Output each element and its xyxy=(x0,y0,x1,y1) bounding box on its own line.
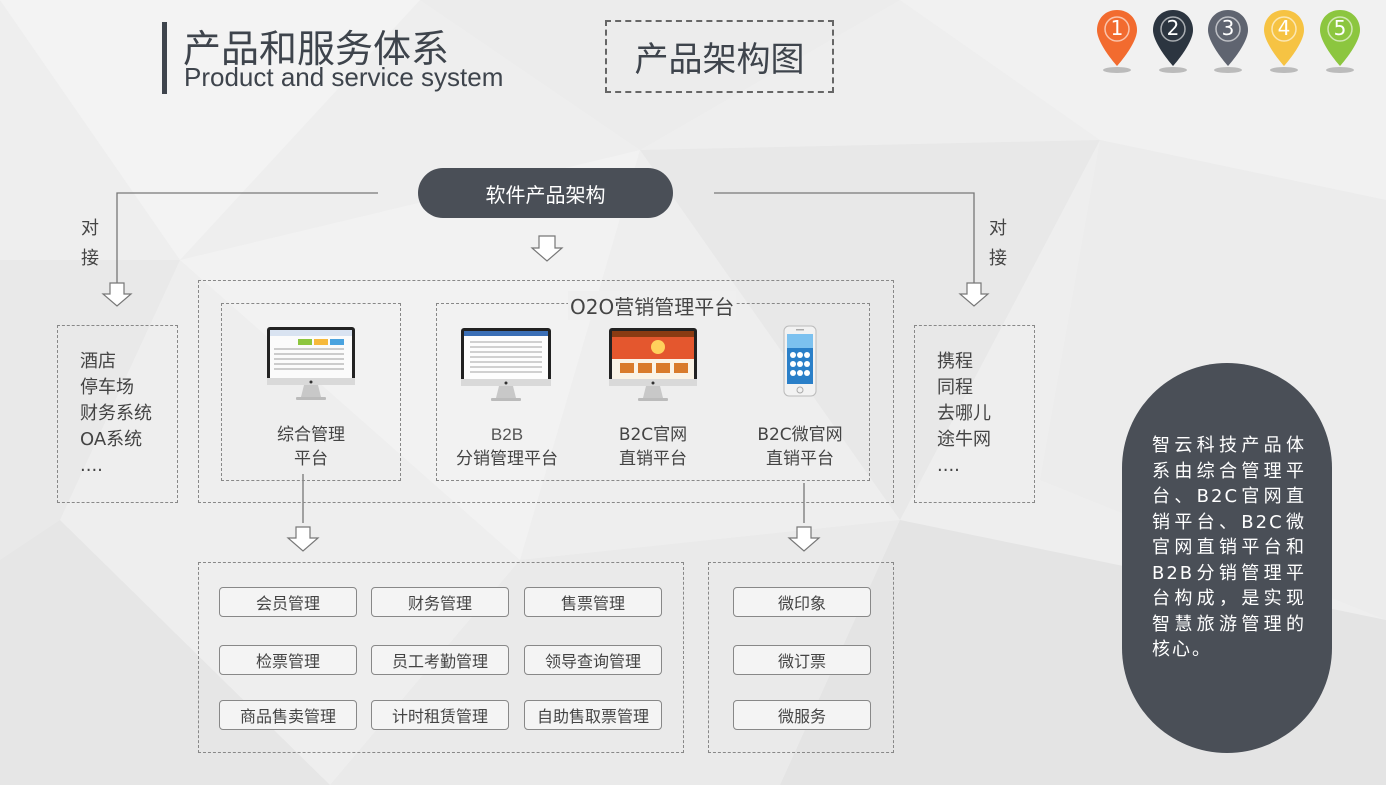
pin-number: 1 xyxy=(1110,16,1124,40)
label-line: 平台 xyxy=(294,449,328,469)
b2c-wechat-platform-label: B2C微官网 直销平台 xyxy=(740,423,860,471)
root-down-arrow xyxy=(530,235,564,262)
left-connector-line xyxy=(116,192,378,285)
label-line: 综合管理 xyxy=(277,425,345,445)
modules-down-arrow xyxy=(286,526,320,552)
module-item: 员工考勤管理 xyxy=(371,645,509,675)
map-pin-icon: 4 xyxy=(1262,8,1306,74)
pin-number: 2 xyxy=(1166,16,1180,40)
label-line: B2B xyxy=(490,425,524,444)
modules-box xyxy=(198,562,684,753)
label-line: 直销平台 xyxy=(766,449,834,469)
module-item: 自助售取票管理 xyxy=(524,700,662,730)
mobile-phone-icon xyxy=(783,325,817,397)
integrated-platform-label: 综合管理 平台 xyxy=(241,423,381,471)
root-node: 软件产品架构 xyxy=(418,168,673,218)
page-title: 产品和服务体系 xyxy=(183,27,450,71)
left-link-char: 对 xyxy=(81,218,99,239)
left-integrations-box: 酒店 停车场 财务系统 OA系统 .... xyxy=(57,325,178,503)
module-item: 领导查询管理 xyxy=(524,645,662,675)
map-pin-icon: 5 xyxy=(1318,8,1362,74)
left-link-char: 接 xyxy=(81,248,99,269)
map-pin-icon: 1 xyxy=(1095,8,1139,74)
summary-bubble: 智云科技产品体系由综合管理平台、B2C官网直销平台、B2C微官网直销平台和B2B… xyxy=(1122,363,1332,753)
list-item: 携程 xyxy=(937,351,973,372)
pin-number: 3 xyxy=(1221,16,1235,40)
wechat-modules-box xyxy=(708,562,894,753)
list-item: 同程 xyxy=(937,377,973,398)
module-item: 财务管理 xyxy=(371,587,509,617)
map-pin-icon: 2 xyxy=(1151,8,1195,74)
integrated-platform-box xyxy=(221,303,401,481)
b2c-web-platform-label: B2C官网 直销平台 xyxy=(593,423,713,471)
wechat-module-item: 微订票 xyxy=(733,645,871,675)
module-item: 售票管理 xyxy=(524,587,662,617)
list-item: 途牛网 xyxy=(937,429,991,450)
list-item: .... xyxy=(80,455,103,476)
monitor-b2b-icon xyxy=(461,328,551,401)
right-connector-line xyxy=(714,192,975,285)
left-down-arrow xyxy=(101,282,133,307)
module-item: 检票管理 xyxy=(219,645,357,675)
list-item: 去哪儿 xyxy=(937,403,991,424)
o2o-title: O2O营销管理平台 xyxy=(568,291,737,320)
left-link-label: 对 接 xyxy=(81,214,99,274)
architecture-label-box: 产品架构图 xyxy=(605,20,834,93)
b2b-platform-label: B2B 分销管理平台 xyxy=(441,423,573,471)
label-line: 直销平台 xyxy=(619,449,687,469)
root-node-label: 软件产品架构 xyxy=(485,182,606,207)
map-pin-icon: 3 xyxy=(1206,8,1250,74)
module-item: 会员管理 xyxy=(219,587,357,617)
pin-number: 5 xyxy=(1333,16,1347,40)
list-item: 财务系统 xyxy=(80,403,152,424)
title-accent-bar xyxy=(162,22,167,94)
label-line: B2C官网 xyxy=(618,425,688,445)
pin-number: 4 xyxy=(1277,16,1291,40)
monitor-b2c-web-icon xyxy=(609,328,697,401)
list-item: .... xyxy=(937,455,960,476)
monitor-dashboard-icon xyxy=(267,327,355,400)
label-line: B2C微官网 xyxy=(757,425,843,445)
wechat-module-item: 微印象 xyxy=(733,587,871,617)
page-subtitle: Product and service system xyxy=(184,62,504,92)
wechat-modules-down-arrow xyxy=(787,526,821,552)
o2o-outer-box xyxy=(198,280,894,503)
right-integrations-box: 携程 同程 去哪儿 途牛网 .... xyxy=(914,325,1035,503)
right-link-char: 接 xyxy=(989,248,1007,269)
label-line: 分销管理平台 xyxy=(456,449,558,469)
module-item: 商品售卖管理 xyxy=(219,700,357,730)
right-link-label: 对 接 xyxy=(989,214,1007,274)
list-item: 停车场 xyxy=(80,377,134,398)
module-item: 计时租赁管理 xyxy=(371,700,509,730)
architecture-label: 产品架构图 xyxy=(634,40,805,80)
right-down-arrow xyxy=(958,282,990,307)
list-item: 酒店 xyxy=(80,351,116,372)
list-item: OA系统 xyxy=(80,429,143,450)
wechat-module-item: 微服务 xyxy=(733,700,871,730)
summary-text: 智云科技产品体系由综合管理平台、B2C官网直销平台、B2C微官网直销平台和B2B… xyxy=(1152,435,1306,660)
right-link-char: 对 xyxy=(989,218,1007,239)
